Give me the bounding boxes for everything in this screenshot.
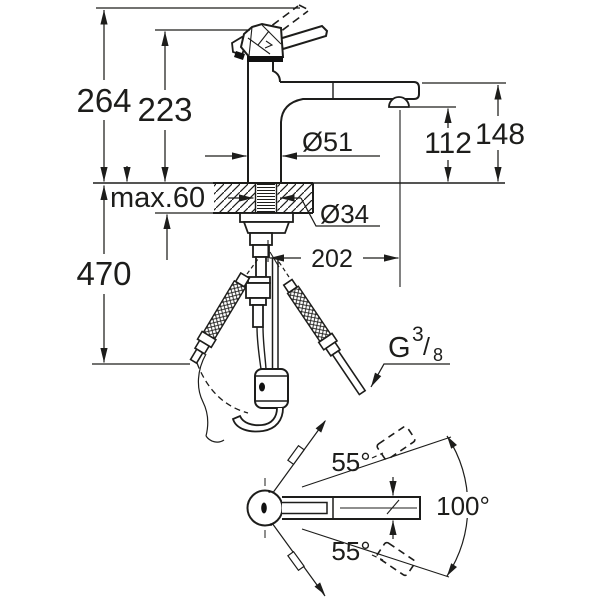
supply-hose-left bbox=[189, 258, 259, 365]
dimension-lines bbox=[92, 7, 506, 388]
sprayhead-upper-dashed bbox=[376, 425, 416, 461]
pullout-hose-and-weight bbox=[196, 258, 289, 443]
spout bbox=[280, 81, 420, 123]
label-outlet-height: 112 bbox=[424, 127, 472, 160]
hose-weight bbox=[254, 368, 289, 409]
sprayhead-lower-dashed bbox=[376, 541, 416, 577]
top-view bbox=[246, 420, 498, 597]
dimension-labels: 264 223 470 max.60 Ø51 Ø34 112 148 202 G… bbox=[76, 82, 525, 566]
label-swivel-total: 100° bbox=[436, 491, 490, 521]
faucet-head bbox=[231, 22, 285, 62]
faucet-side-view bbox=[231, 4, 420, 183]
label-thread-size: G 3 / 8 bbox=[388, 323, 443, 365]
label-hose-length: 470 bbox=[76, 255, 131, 292]
threaded-shank bbox=[254, 183, 278, 213]
lever-handle bbox=[277, 24, 329, 51]
label-swivel-lower: 55° bbox=[331, 536, 370, 566]
label-hole-diameter: Ø34 bbox=[320, 199, 369, 229]
head-dark-band bbox=[247, 56, 283, 62]
aerator-outlet bbox=[388, 96, 410, 108]
faucet-body-column bbox=[247, 62, 282, 183]
label-max-thickness: max.60 bbox=[110, 182, 205, 214]
leader-g38 bbox=[370, 363, 450, 388]
label-spout-height: 148 bbox=[475, 118, 525, 151]
mounting-hardware bbox=[239, 212, 294, 328]
label-body-diameter: Ø51 bbox=[302, 127, 353, 157]
label-overall-height: 264 bbox=[76, 82, 131, 119]
label-swivel-upper: 55° bbox=[331, 447, 370, 477]
hose-alt-position-dashed bbox=[196, 362, 249, 414]
label-lever-height: 223 bbox=[137, 91, 192, 128]
hose-loop bbox=[231, 407, 284, 433]
label-spout-reach: 202 bbox=[311, 245, 353, 273]
supply-hose-right bbox=[278, 261, 367, 396]
head-dark-band-left bbox=[234, 51, 245, 60]
